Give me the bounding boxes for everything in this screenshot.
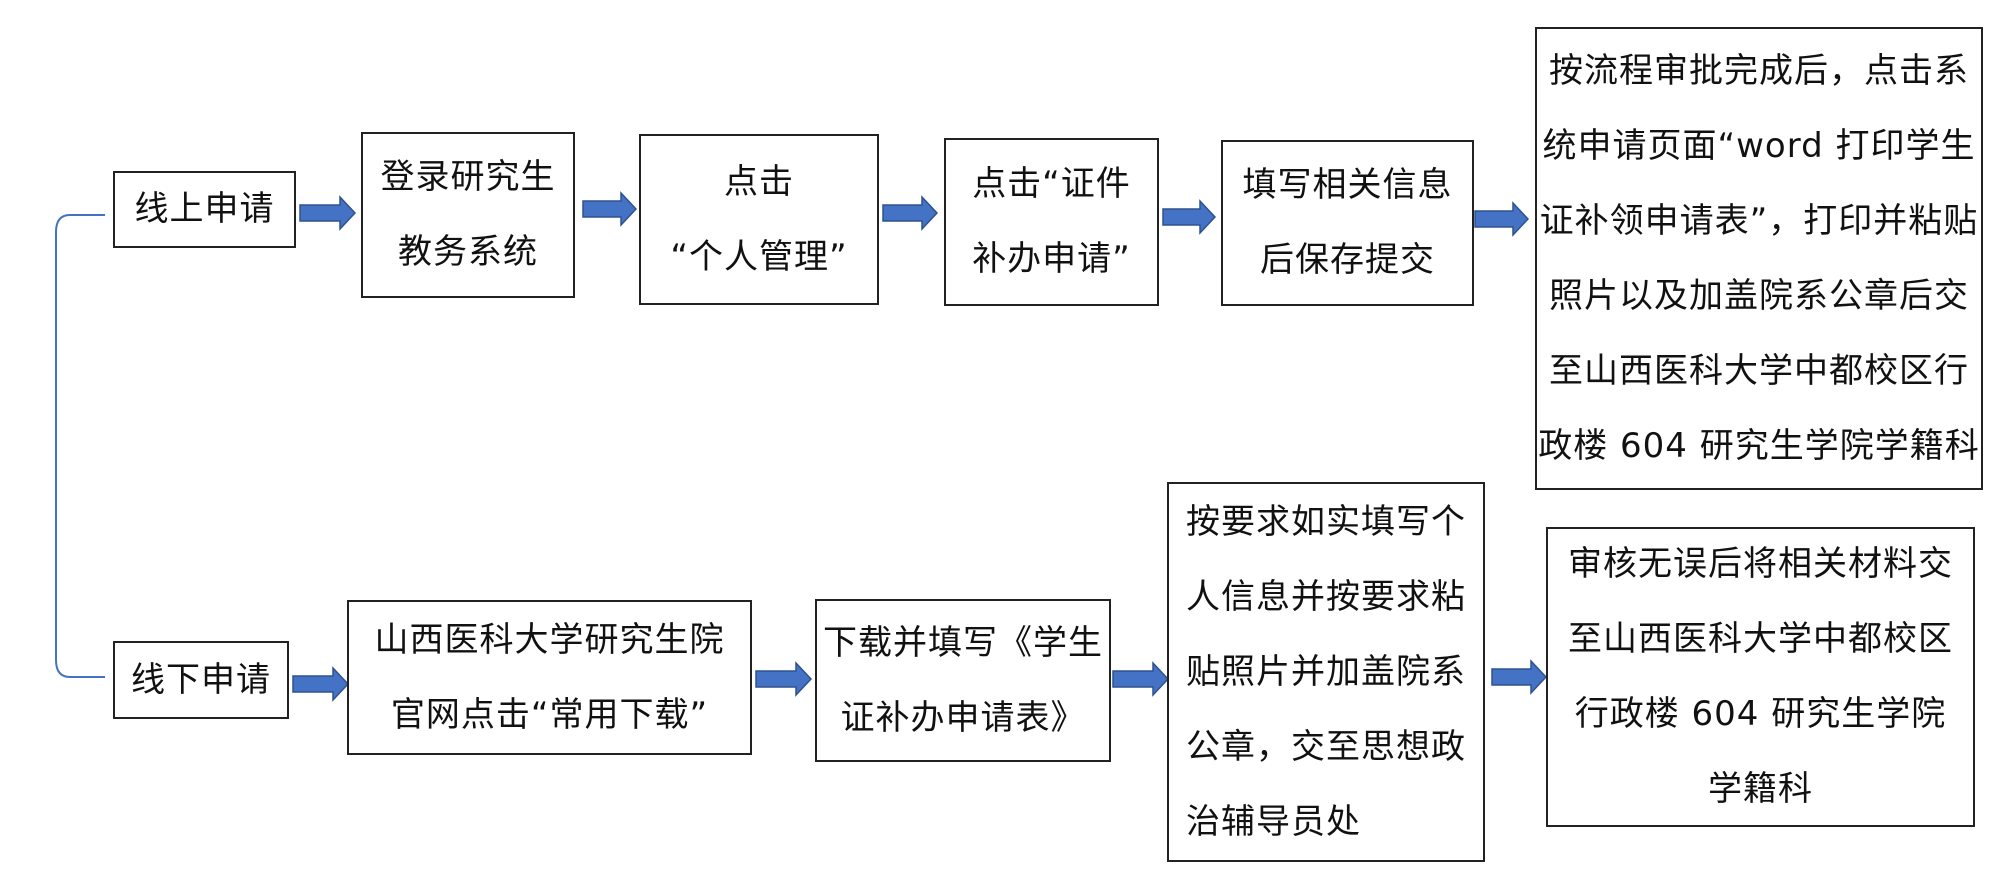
online-step-4: 填写相关信息 后保存提交 — [1221, 140, 1474, 306]
online-step-5: 按流程审批完成后，点击系 统申请页面“word 打印学生 证补领申请表”，打印并… — [1535, 27, 1983, 490]
offline-label-box: 线下申请 — [113, 641, 289, 719]
online-step-2-text: 点击 “个人管理” — [670, 161, 848, 277]
branch-bracket — [55, 214, 105, 678]
online-step-2: 点击 “个人管理” — [639, 134, 879, 305]
arrow-online-4 — [1162, 199, 1217, 235]
arrow-online-3 — [882, 195, 939, 231]
online-label: 线上申请 — [134, 189, 275, 229]
offline-step-1-text: 山西医科大学研究生院 官网点击“常用下载” — [374, 619, 725, 735]
offline-step-3: 按要求如实填写个 人信息并按要求粘 贴照片并加盖院系 公章，交至思想政 治辅导员… — [1167, 482, 1485, 862]
online-step-4-text: 填写相关信息 后保存提交 — [1242, 165, 1453, 280]
arrow-offline-2 — [755, 661, 813, 697]
online-label-box: 线上申请 — [113, 171, 296, 248]
arrow-online-5 — [1474, 201, 1530, 237]
offline-step-4-text: 审核无误后将相关材料交 至山西医科大学中都校区 行政楼 604 研究生学院 学籍… — [1568, 544, 1953, 809]
arrow-offline-3 — [1112, 661, 1170, 697]
arrow-online-1 — [299, 195, 357, 231]
arrow-offline-4 — [1491, 659, 1548, 695]
offline-label: 线下申请 — [131, 659, 271, 700]
offline-step-4: 审核无误后将相关材料交 至山西医科大学中都校区 行政楼 604 研究生学院 学籍… — [1546, 527, 1975, 827]
offline-step-2-text: 下载并填写《学生 证补办申请表》 — [823, 622, 1103, 738]
offline-step-2: 下载并填写《学生 证补办申请表》 — [815, 599, 1111, 762]
offline-step-1: 山西医科大学研究生院 官网点击“常用下载” — [347, 600, 752, 755]
arrow-online-2 — [582, 191, 638, 227]
arrow-offline-1 — [292, 666, 350, 702]
online-step-5-text: 按流程审批完成后，点击系 统申请页面“word 打印学生 证补领申请表”，打印并… — [1538, 50, 1980, 466]
online-step-1-text: 登录研究生 教务系统 — [380, 157, 556, 272]
online-step-3-text: 点击“证件 补办申请” — [972, 164, 1131, 279]
online-step-3: 点击“证件 补办申请” — [944, 138, 1159, 306]
flow-arrows — [292, 191, 1548, 702]
offline-step-3-text: 按要求如实填写个 人信息并按要求粘 贴照片并加盖院系 公章，交至思想政 治辅导员… — [1186, 501, 1466, 842]
online-step-1: 登录研究生 教务系统 — [361, 132, 575, 298]
